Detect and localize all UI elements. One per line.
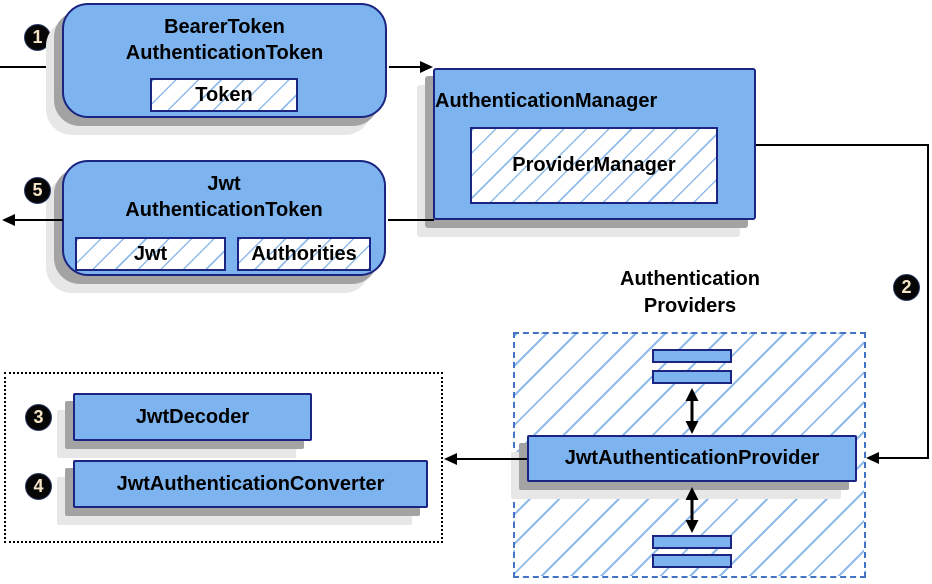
bearer-token-title-line2: AuthenticationToken: [125, 42, 324, 64]
step-2-badge: 2: [893, 274, 920, 301]
jwt-outgoing-arrowhead-icon: [2, 214, 15, 226]
manager-to-provider-line-bottom: [879, 457, 929, 459]
manager-to-provider-line-right: [927, 144, 929, 459]
provider-stack-bar-top-1: [652, 349, 732, 363]
provider-stack-bar-bottom-2: [652, 554, 732, 568]
provider-to-decoder-line: [456, 458, 527, 460]
bidirectional-arrow-icon-bottom: [685, 487, 699, 533]
manager-to-provider-arrowhead-icon: [866, 452, 879, 464]
jwt-token-title-line1: Jwt: [207, 173, 241, 195]
bearer-token-authentication-token-box: BearerToken AuthenticationToken Token: [62, 3, 387, 118]
providers-group-label: Authentication Providers: [560, 266, 820, 320]
step-4-badge: 4: [25, 473, 52, 500]
bearer-to-manager-line: [389, 66, 422, 68]
token-field: Token: [150, 78, 298, 112]
jwt-authentication-converter-box: JwtAuthenticationConverter: [73, 460, 428, 508]
provider-manager-box: ProviderManager: [470, 127, 718, 204]
decoder-group-box: [4, 372, 443, 543]
provider-to-decoder-arrowhead-icon: [444, 453, 457, 465]
jwt-outgoing-line: [13, 219, 63, 221]
bearer-to-manager-arrowhead-icon: [420, 61, 433, 73]
bidirectional-arrow-icon-top: [685, 388, 699, 434]
jwt-authentication-token-box: Jwt AuthenticationToken Jwt Authorities: [62, 160, 386, 276]
providers-group-label-line2: Providers: [643, 295, 737, 317]
authentication-manager-title: AuthenticationManager: [435, 90, 658, 112]
authentication-manager-box: AuthenticationManager ProviderManager: [433, 68, 756, 220]
bearer-token-box-title: BearerToken AuthenticationToken: [64, 5, 385, 66]
manager-to-jwt-line: [388, 219, 434, 221]
jwt-field: Jwt: [75, 237, 226, 271]
incoming-request-line: [0, 66, 62, 68]
step-5-badge: 5: [24, 177, 51, 204]
providers-group-label-line1: Authentication: [620, 268, 760, 290]
provider-stack-bar-top-2: [652, 370, 732, 384]
step-3-badge: 3: [25, 404, 52, 431]
bearer-token-title-line1: BearerToken: [164, 16, 285, 38]
jwt-token-title-line2: AuthenticationToken: [125, 199, 323, 221]
provider-stack-bar-bottom-1: [652, 535, 732, 549]
jwt-token-box-title: Jwt AuthenticationToken: [64, 162, 384, 223]
authorities-field: Authorities: [237, 237, 371, 271]
manager-to-provider-line-top: [756, 144, 929, 146]
jwt-decoder-box: JwtDecoder: [73, 393, 312, 441]
jwt-authentication-provider-box: JwtAuthenticationProvider: [527, 435, 857, 482]
step-1-badge: 1: [24, 24, 51, 51]
